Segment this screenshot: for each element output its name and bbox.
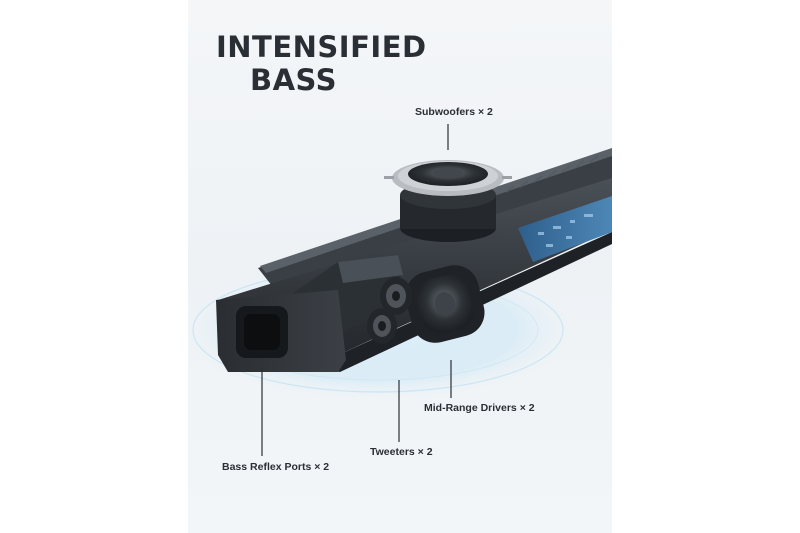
tweeters-label: Tweeters × 2 — [370, 446, 433, 458]
subwoofers-label: Subwoofers × 2 — [415, 106, 493, 118]
midrange-drivers-label: Mid-Range Drivers × 2 — [424, 402, 535, 414]
soundbar-illustration — [188, 124, 612, 456]
heading-line-1: INTENSIFIED — [216, 30, 427, 64]
front-end-cap — [216, 290, 346, 372]
heading-line-2: BASS — [250, 63, 338, 97]
bass-reflex-ports-label: Bass Reflex Ports × 2 — [222, 461, 330, 473]
midrange-driver — [405, 265, 485, 343]
callout-leader-lines — [261, 124, 452, 456]
tweeter-drivers — [367, 277, 412, 344]
circuit-board — [518, 196, 612, 262]
subwoofer — [384, 160, 512, 242]
product-panel: INTENSIFIED BASS Subwoofers × 2 Mid-Rang… — [188, 0, 612, 533]
